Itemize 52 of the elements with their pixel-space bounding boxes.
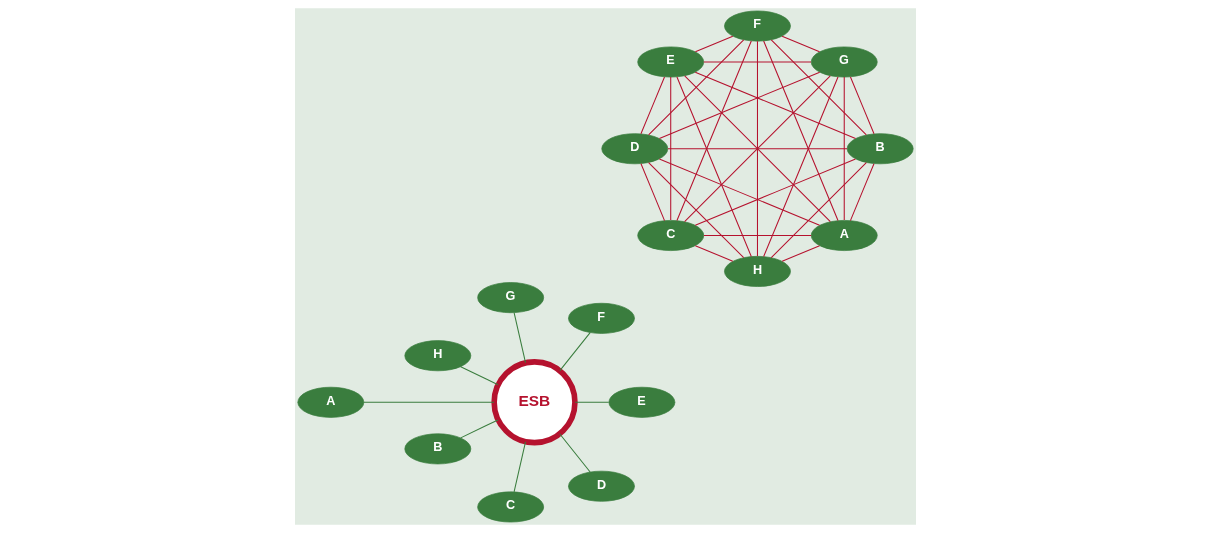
node-ellipse: C (477, 491, 544, 523)
node-ellipse: H (404, 340, 472, 372)
node-ellipse: E (637, 46, 705, 78)
connector (763, 40, 839, 221)
connector (574, 401, 610, 403)
connector (676, 76, 752, 258)
node-ellipse: B (404, 433, 472, 465)
connector (559, 433, 591, 473)
connector (694, 71, 857, 140)
node-ellipse: H (724, 256, 791, 287)
connector (763, 76, 839, 258)
connector (703, 234, 812, 236)
node-ellipse: F (568, 302, 635, 334)
node-ellipse: G (477, 282, 544, 314)
connector (640, 163, 666, 222)
connector (648, 39, 745, 136)
connector (667, 148, 848, 150)
connector (559, 332, 591, 372)
connector (460, 419, 499, 439)
node-ellipse: A (297, 386, 365, 418)
connector (513, 312, 527, 364)
connector (694, 245, 734, 262)
connector (670, 76, 672, 221)
node-ellipse: D (601, 133, 669, 165)
connector (694, 35, 734, 53)
node-ellipse: D (568, 470, 635, 502)
node-ellipse: B (846, 133, 914, 165)
connector (843, 76, 845, 221)
connector (513, 441, 527, 493)
node-ellipse: F (724, 10, 791, 42)
node-ellipse: A (810, 220, 878, 251)
node-ellipse: G (810, 46, 878, 78)
connector (849, 163, 875, 222)
connector (770, 39, 867, 136)
connector (694, 158, 857, 226)
node-circle: ESB (491, 359, 578, 446)
connector (781, 245, 821, 262)
connector (703, 61, 812, 63)
connector (756, 40, 758, 257)
connector (684, 75, 831, 223)
connector (363, 401, 495, 403)
connector (658, 158, 821, 226)
connector (849, 76, 875, 135)
connector (648, 162, 745, 259)
connector (770, 162, 867, 259)
connector (781, 35, 821, 53)
connector (676, 40, 752, 221)
node-ellipse: C (637, 220, 705, 251)
connector (658, 71, 821, 140)
node-ellipse: E (608, 386, 676, 418)
connector (640, 76, 666, 135)
connector (460, 366, 499, 386)
